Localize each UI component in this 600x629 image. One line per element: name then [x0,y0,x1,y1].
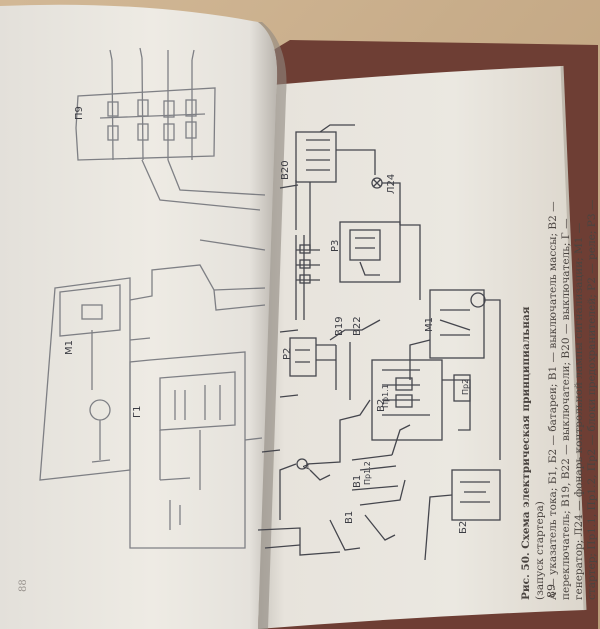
left-schematic [39,47,266,549]
label-pr11: Пр1.1 [381,384,390,408]
left-page-number: 88 [18,579,29,592]
figure-caption-body: А — указатель тока; Б1, Б2 — батареи; В1… [547,199,600,600]
label-p2: Р2 [282,348,293,360]
schematic-labels: П9 М1 Г1 В20 Л24 Р3 Р2 В19 В22 М1 Пр1.1 … [64,106,470,534]
right-page [258,66,585,629]
label-b2: Б2 [458,521,469,534]
right-page-edge [560,65,587,611]
label-b22: В22 [352,316,363,336]
label-b2-switch: В2 [376,399,387,412]
figure-caption-title: Рис. 50. Схема электрическая принципиаль… [520,306,532,600]
label-l24: Л24 [386,174,397,194]
label-p3: Р3 [330,240,341,252]
label-g1-left: Г1 [132,406,143,418]
label-b1-2: В1 [344,511,355,524]
label-pr12: Пр1.2 [363,461,372,485]
label-pr2: Пр2 [461,379,470,395]
label-a: А [302,463,313,470]
label-b1: В1 [352,475,363,488]
right-page-number: 89 [545,584,558,598]
left-page [0,4,278,629]
figure-caption-subtitle: (запуск стартера) [534,501,546,600]
label-m1-left: М1 [64,340,75,355]
label-p9: П9 [74,106,85,120]
label-m1-right: М1 [424,317,435,332]
right-schematic [257,124,501,561]
label-b19: В19 [334,316,345,336]
label-b20: В20 [280,160,291,180]
spine-gutter [258,22,287,629]
figure-caption: Рис. 50. Схема электрическая принципиаль… [520,190,600,600]
